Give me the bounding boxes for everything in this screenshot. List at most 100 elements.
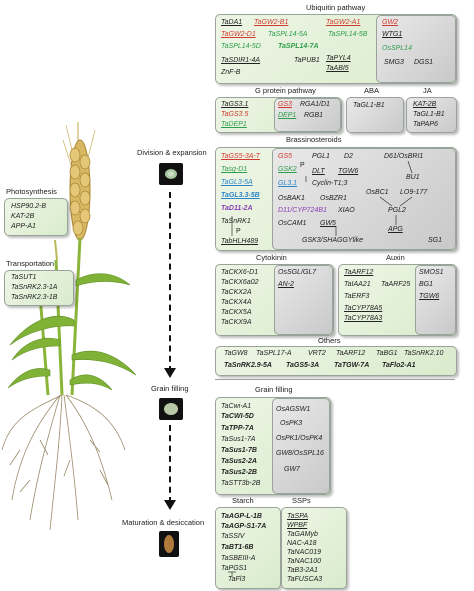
gene-taspl14-5a: TaSPL14-5A	[268, 31, 308, 38]
gene-taspl14-5b: TaSPL14-5B	[328, 31, 368, 38]
starch-header: Starch	[232, 496, 254, 505]
gene-bu1: BU1	[406, 174, 420, 181]
gene-tada1: TaDA1	[221, 19, 243, 26]
gene-gsk2: GSK2	[278, 166, 297, 173]
gene-taspl14-7a: TaSPL14-7A	[278, 43, 319, 50]
grain-filling-rice-box	[272, 398, 330, 494]
stage-division-label: Division & expansion	[137, 148, 207, 157]
gene-taspl14-5d: TaSPL14-5D	[221, 43, 261, 50]
gene-tackx5a: TaCKX5A	[221, 309, 252, 316]
gene-tasnrk2-10: TaSnRK2.10	[404, 350, 444, 357]
ubiquitin-header: Ubiquitin pathway	[306, 3, 366, 12]
seed-image-maturation	[159, 531, 179, 557]
gene-lo9-177: LO9-177	[400, 189, 428, 196]
aba-header: ABA	[364, 86, 380, 95]
gene-tacwi-a1: TaCwi-A1	[221, 403, 252, 410]
gene-tackx4a: TaCKX4A	[221, 299, 252, 306]
gene-tafl3: TaFl3	[228, 576, 246, 583]
gene-kat-2b-ja: KAT-2B	[413, 101, 437, 108]
gene-rga1-d1: RGA1/D1	[300, 101, 330, 108]
cytokinin-header: Cytokinin	[256, 253, 287, 262]
arrow-division-to-filling	[169, 192, 171, 372]
gene-tasdir1-4a: TaSDIR1-4A	[221, 57, 261, 64]
gene-gw2: GW2	[382, 19, 398, 26]
gene-tadep1: TaDEP1	[221, 121, 247, 128]
gene-hsp90-2-b: HSP90.2-B	[11, 203, 47, 210]
arrow-head-2	[164, 500, 176, 510]
gene-osbak1: OsBAK1	[278, 195, 305, 202]
ubiquitin-rice-box	[376, 15, 456, 83]
gene-cyclin-t1-3: Cyclin-T1;3	[312, 180, 348, 187]
brassinosteroids-box: TaGS5-3A-T Tasg-D1 TaGL3-5A TaGL3.3-5B T…	[215, 147, 457, 251]
gene-ossgl-gl7: OsSGL/GL7	[278, 269, 317, 276]
gene-tackx2a: TaCKX2A	[221, 289, 252, 296]
gene-ospk3: OsPK3	[280, 420, 303, 427]
gene-an-2: AN-2	[278, 281, 294, 288]
gene-gw5: GW5	[320, 220, 336, 227]
gene-tagw8: TaGW8	[224, 350, 248, 357]
gene-tasus2-2b: TaSus2-2B	[221, 469, 257, 476]
br-network-arrows	[231, 160, 413, 236]
arrow-filling-to-maturation	[169, 425, 171, 503]
wheat-spike	[62, 122, 96, 241]
gene-wpbf: WPBF	[287, 522, 308, 529]
gene-tapub1: TaPUB1	[294, 57, 320, 64]
gene-tagl3-3-5b: TaGL3.3-5B	[221, 192, 260, 199]
gene-sg1: SG1	[428, 237, 443, 244]
auxin-header: Auxin	[386, 253, 405, 262]
aba-box: TaGL1-B1	[346, 97, 404, 133]
cytokinin-box: TaCKX6-D1 TaCKX6a02 TaCKX2A TaCKX4A TaCK…	[215, 264, 334, 336]
gene-pgl2: PGL2	[388, 207, 406, 214]
gene-gs5: GS5	[278, 153, 293, 160]
ja-box: KAT-2B TaGL1-B1 TaPAP6	[406, 97, 457, 133]
gene-znf-b: ZnF-B	[221, 69, 241, 76]
gene-tackx9a: TaCKX9A	[221, 319, 252, 326]
gene-tabhlh489: TabHLH489	[221, 238, 259, 245]
gene-tafusca3: TaFUSCA3	[287, 576, 323, 583]
gene-tagw2-d1: TaGW2-D1	[221, 31, 256, 38]
gene-tastt3b-2b: TaSTT3b-2B	[221, 480, 261, 487]
gene-taspa: TaSPA	[287, 513, 309, 520]
gene-gw7: GW7	[284, 466, 300, 473]
seed-image-filling	[159, 398, 183, 420]
gene-taabi5: TaABI5	[326, 65, 349, 72]
gene-oscam1: OsCAM1	[278, 220, 307, 227]
gene-tagl1-b1-aba: TaGL1-B1	[353, 102, 385, 109]
label-p-left: P	[236, 228, 241, 235]
gene-dep1: DEP1	[278, 112, 297, 119]
arrow-head-1	[164, 368, 176, 378]
gene-tgw6-auxin: TGW6	[419, 293, 440, 300]
gene-tanac019: TaNAC019	[287, 549, 321, 556]
gene-tad11-2a: TaD11-2A	[221, 205, 253, 212]
gene-gl3-1: GL3.1	[278, 180, 298, 187]
gene-pgl1: PGL1	[312, 153, 330, 160]
gene-nac-a18: NAC-A18	[287, 540, 317, 547]
stage-grain-filling-label: Grain filling	[151, 384, 189, 393]
gene-smos1: SMOS1	[419, 269, 444, 276]
ubiquitin-box: TaDA1 TaGW2-B1 TaGW2-A1 TaGW2-D1 TaSPL14…	[215, 14, 457, 84]
brassinosteroids-header: Brassinosteroids	[286, 135, 342, 144]
starch-inhibit-line	[228, 571, 236, 576]
gprotein-rice-box	[274, 98, 341, 132]
gene-tatgw-7a: TaTGW-7A	[334, 362, 370, 369]
gene-osspl14: OsSPL14	[382, 45, 412, 52]
gene-tackx6a02: TaCKX6a02	[221, 279, 259, 286]
transportation-box: TaSUT1 TaSnRK2.3-1A TaSnRK2.3-1B	[4, 270, 74, 306]
wheat-roots	[1, 394, 126, 531]
others-header: Others	[318, 336, 341, 345]
gene-tanac100: TaNAC100	[287, 558, 321, 565]
gene-tagw2-a1: TaGW2-A1	[326, 19, 361, 26]
gene-apg: APG	[388, 226, 403, 233]
gene-tagl1-b1-ja: TaGL1-B1	[413, 111, 445, 118]
gprotein-header: G protein pathway	[255, 86, 316, 95]
gene-tagamyb: TaGAMyb	[287, 531, 318, 538]
gene-smg3: SMG3	[384, 59, 404, 66]
gene-tasnrk2-9-5a: TaSnRK2.9-5A	[224, 362, 272, 369]
gene-tasg-d1: Tasg-D1	[221, 166, 248, 173]
gene-tgw6-br: TGW6	[338, 168, 359, 175]
gene-taagp-l-1b: TaAGP-L-1B	[221, 513, 262, 520]
grain-filling-box: TaCwi-A1 TaCWI-5D TaTPP-7A TaSus1-7A TaS…	[215, 397, 331, 495]
gene-tags3-1: TaGS3.1	[221, 101, 249, 108]
gene-tatpp-7a: TaTPP-7A	[221, 425, 254, 432]
gene-app-a1: APP-A1	[11, 223, 36, 230]
